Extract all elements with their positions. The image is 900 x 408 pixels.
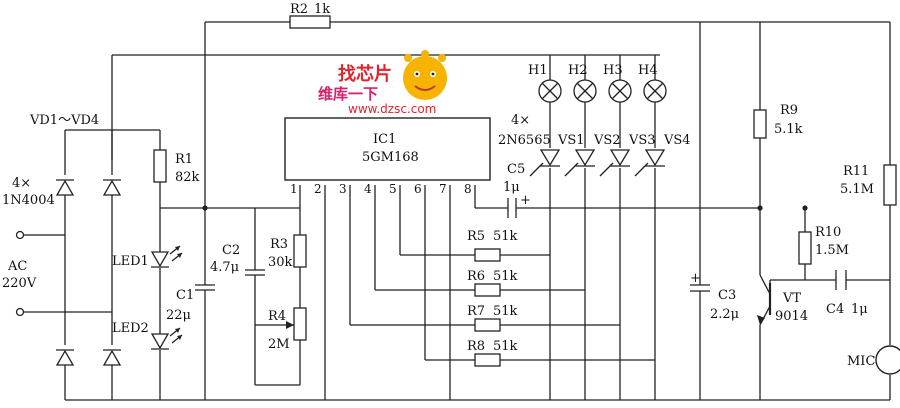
lamps (538, 79, 667, 103)
vd-group-label: VD1～VD4 (29, 113, 99, 128)
ic1-part: 5GM168 (362, 150, 419, 165)
pin-1-label: 1 (290, 182, 298, 196)
vd-count-label: 4× (12, 176, 31, 191)
pin-3-label: 3 (339, 182, 347, 196)
c5-value: 1μ (503, 180, 520, 195)
ac-terminals (15, 230, 25, 317)
c3-plus: + (690, 271, 701, 286)
r11-body (883, 164, 897, 206)
led2-label: LED2 (112, 321, 149, 336)
r9-value: 5.1k (774, 122, 803, 137)
pin-2-label: 2 (314, 182, 322, 196)
vd-part-label: 1N4004 (2, 193, 55, 208)
r11-value: 5.1M (840, 182, 874, 197)
c4-label: C4 (826, 302, 844, 317)
r7-body (474, 318, 501, 332)
watermark-slogan: 维库一下 (318, 85, 378, 103)
r8-label: R8 (467, 339, 485, 354)
vt-part: 9014 (775, 309, 808, 324)
wires (22, 21, 891, 401)
r6-label: R6 (467, 269, 485, 284)
r1-body (153, 149, 167, 183)
ac-label: AC (7, 259, 27, 274)
r3-label: R3 (270, 237, 288, 252)
pin-7-label: 7 (439, 182, 447, 196)
c1-label: C1 (176, 288, 194, 303)
vs1-label: VS1 (557, 133, 585, 148)
resistors (153, 15, 897, 367)
r7-label: R7 (467, 304, 485, 319)
h1-label: H1 (528, 63, 548, 78)
pin-8-label: 8 (464, 182, 472, 196)
vs-count-label: 4× (511, 113, 530, 128)
mascot-logo (403, 56, 447, 100)
c5-label: C5 (507, 162, 525, 177)
r1-label: R1 (175, 152, 193, 167)
r8-body (474, 353, 501, 367)
r10-body (798, 231, 812, 265)
mic-label: MIC (847, 354, 875, 369)
r4-body (293, 307, 307, 341)
junctions (202, 205, 808, 211)
r4-value: 2M (268, 337, 290, 352)
vt-label: VT (782, 291, 801, 306)
r8-value: 51k (493, 339, 518, 354)
transistor-vt (757, 274, 772, 326)
led1-label: LED1 (112, 254, 149, 269)
vs2-label: VS2 (593, 133, 621, 148)
r9-label: R9 (780, 103, 798, 118)
microphone (875, 345, 900, 375)
r2-label: R2 (290, 2, 308, 17)
vs4-label: VS4 (663, 133, 691, 148)
r5-label: R5 (467, 229, 485, 244)
c2-label: C2 (222, 243, 240, 258)
c3-value: 2.2μ (710, 307, 739, 322)
ic1-body (284, 117, 491, 181)
r5-body (474, 248, 501, 262)
c1-value: 22μ (166, 308, 191, 323)
c5-plus: + (520, 193, 531, 208)
pin-4-label: 4 (364, 182, 372, 196)
r11-label: R11 (843, 164, 869, 179)
c2-value: 4.7μ (210, 260, 239, 275)
r2-body (289, 15, 331, 29)
r4-label: R4 (268, 309, 286, 324)
r9-body (753, 109, 767, 139)
h2-label: H2 (568, 63, 588, 78)
watermark: 找芯片 维库一下 www.dzsc.com (318, 50, 447, 116)
thyristors (539, 149, 666, 167)
ic1-label: IC1 (373, 132, 396, 147)
r3-body (293, 234, 307, 268)
h3-label: H3 (603, 63, 623, 78)
r6-body (474, 283, 501, 297)
c3-label: C3 (718, 288, 736, 303)
c4-value: 1μ (851, 302, 868, 317)
leds (150, 245, 183, 350)
capacitors (195, 198, 847, 305)
r1-value: 82k (175, 170, 200, 185)
ac-volt-label: 220V (2, 276, 37, 291)
r10-label: R10 (815, 225, 841, 240)
r5-value: 51k (493, 229, 518, 244)
r2-value: 1k (314, 2, 330, 17)
vs-part-label: 2N6565 (498, 133, 551, 148)
bridge-diodes (55, 179, 122, 366)
labels: VD1～VD4 4× 1N4004 AC 220V R1 82k R2 1k L… (2, 2, 875, 369)
watermark-url: www.dzsc.com (348, 102, 436, 116)
r6-value: 51k (493, 269, 518, 284)
pin-5-label: 5 (389, 182, 397, 196)
pin-6-label: 6 (414, 182, 422, 196)
vs3-label: VS3 (628, 133, 656, 148)
watermark-logo-text: 找芯片 (338, 63, 392, 85)
r7-value: 51k (493, 304, 518, 319)
r10-value: 1.5M (815, 243, 849, 258)
h4-label: H4 (638, 63, 658, 78)
r3-value: 30k (268, 255, 293, 270)
